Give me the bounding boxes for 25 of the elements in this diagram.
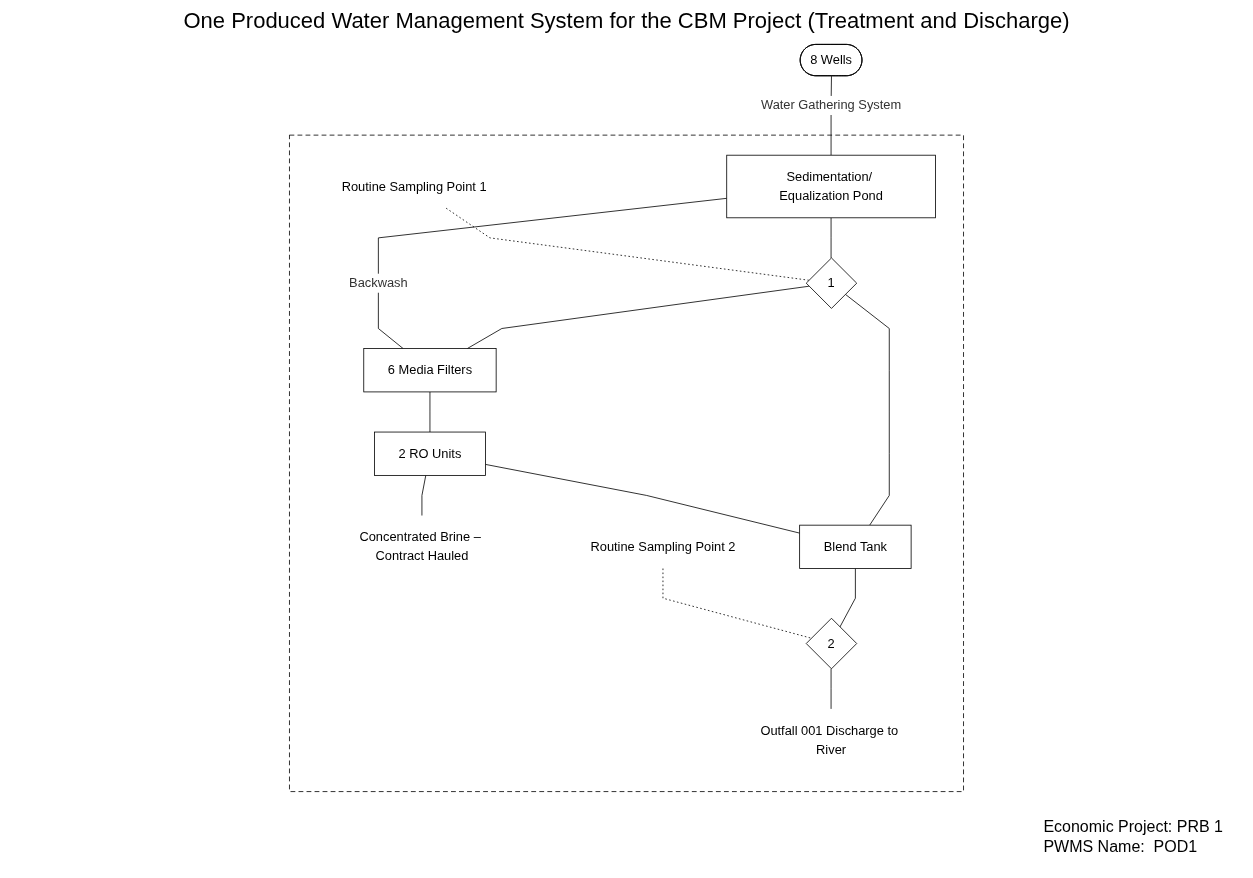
node-box: Blend Tank (799, 524, 912, 569)
node-text: Concentrated Brine – Contract Hauled (359, 529, 481, 563)
node-diamond: 1 (805, 257, 858, 309)
connector (485, 464, 801, 534)
connector (830, 668, 832, 710)
cluster (289, 134, 964, 792)
connector (662, 568, 812, 639)
node-box: 2 RO Units (374, 431, 486, 476)
node-diamond: 2 (805, 617, 858, 670)
node-text: Outfall 001 Discharge to River (760, 723, 899, 757)
connector (830, 217, 832, 259)
note-text: Economic Project: PRB 1 (1043, 818, 1223, 836)
diagram-title: One Produced Water Management System for the CBM Project (Treatment and Discharge) (182, 8, 1071, 34)
connector (377, 197, 728, 349)
edge-label: Backwash (349, 275, 408, 290)
connector (844, 293, 890, 526)
edge-label: Water Gathering System (761, 98, 902, 112)
note-text: PWMS Name: POD1 (1043, 838, 1199, 856)
node-box: Sedimentation/ Equalization Pond (726, 154, 936, 219)
node-text: Routine Sampling Point 1 (341, 179, 487, 193)
connector (421, 475, 427, 516)
connector (839, 568, 856, 628)
node-text: Routine Sampling Point 2 (590, 539, 736, 554)
connector (466, 285, 810, 349)
node-box: 6 Media Filters (363, 348, 497, 393)
